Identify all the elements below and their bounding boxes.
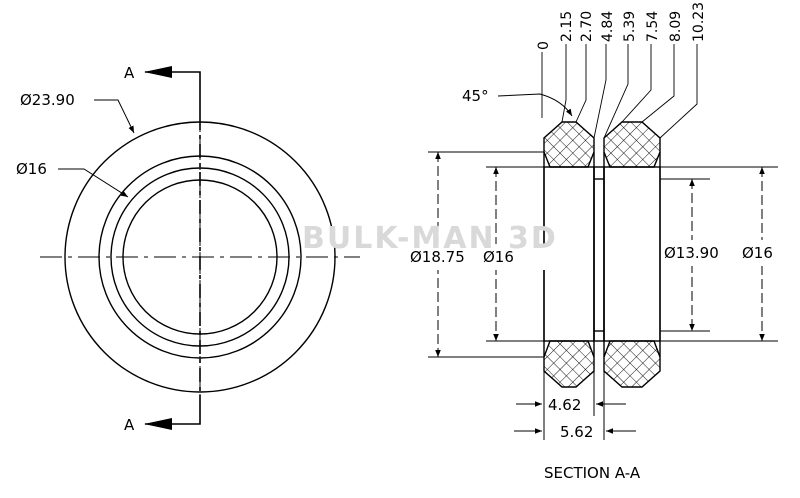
front-leaders (58, 99, 135, 198)
section-arrow-bottom (144, 418, 172, 430)
dim-18-75: Ø18.75 (410, 248, 465, 266)
ordinate-7-54: 7.54 (645, 11, 661, 42)
ordinate-4-84: 4.84 (600, 11, 616, 42)
angle-label: 45° (462, 87, 489, 105)
dim-front-inner-diameter: Ø16 (16, 160, 47, 178)
section-arrow-top (144, 66, 172, 78)
ordinate-5-39: 5.39 (622, 11, 638, 42)
dim-5-62: 5.62 (560, 423, 593, 441)
ordinate-2-70: 2.70 (579, 11, 595, 42)
dim-16-right: Ø16 (742, 244, 773, 262)
dim-16-left: Ø16 (483, 248, 514, 266)
dim-13-90: Ø13.90 (664, 244, 719, 262)
ordinate-leaders (541, 44, 698, 139)
section-title: SECTION A-A (544, 464, 641, 482)
ordinate-0: 0 (536, 41, 552, 50)
section-body (543, 152, 661, 357)
dim-outer-diameter: Ø23.90 (20, 91, 75, 109)
ridge-bottom-right (603, 340, 661, 388)
right-bushing-wall (603, 166, 661, 342)
angle-leader (497, 93, 573, 117)
watermark: BULK-MAN 3D (302, 221, 558, 256)
center-groove (593, 166, 605, 342)
hatched-ridges (543, 121, 661, 388)
ordinate-labels: 0 2.15 2.70 4.84 5.39 7.54 8.09 10.23 (536, 2, 707, 50)
ridge-top-right (603, 121, 661, 168)
ridge-bottom-left (543, 340, 595, 388)
section-mark-top: A (124, 64, 135, 82)
ordinate-10-23: 10.23 (691, 2, 707, 42)
ridge-top-left (543, 121, 595, 168)
bottom-dims (514, 371, 636, 440)
ordinate-8-09: 8.09 (668, 11, 684, 42)
ordinate-2-15: 2.15 (559, 11, 575, 42)
dim-4-62: 4.62 (548, 396, 581, 414)
section-mark-bottom: A (124, 416, 135, 434)
